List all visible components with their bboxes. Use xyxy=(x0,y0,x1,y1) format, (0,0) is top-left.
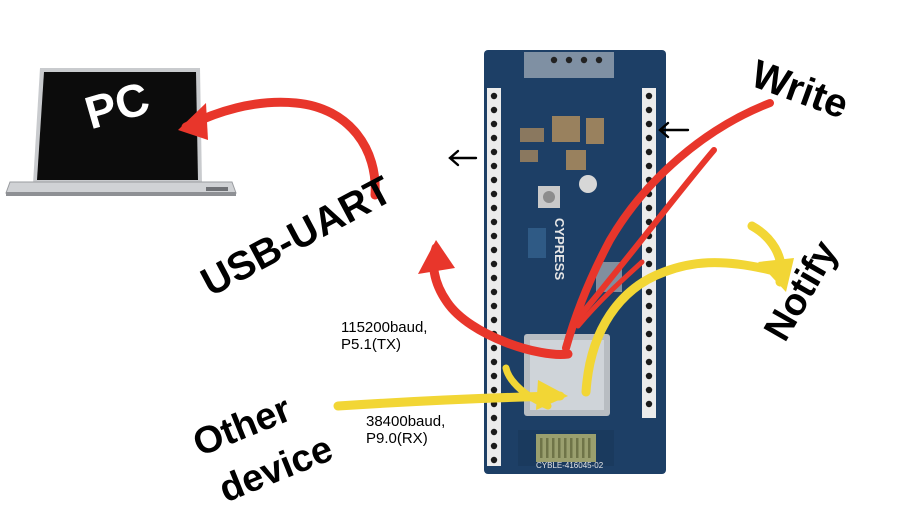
antenna-trace xyxy=(564,438,567,458)
header-pin xyxy=(490,190,498,198)
header-pin xyxy=(490,134,498,142)
header-pin xyxy=(490,302,498,310)
header-pin xyxy=(490,456,498,464)
header-pin xyxy=(645,386,653,394)
antenna-trace xyxy=(570,438,573,458)
antenna-trace xyxy=(552,438,555,458)
board-part-number: CYBLE-416045-02 xyxy=(536,461,604,470)
antenna-trace xyxy=(582,438,585,458)
tx-baud-annotation: 115200baud, xyxy=(341,319,428,336)
header-pin xyxy=(490,274,498,282)
header-pin xyxy=(490,288,498,296)
header-pin xyxy=(645,218,653,226)
rx-baud-annotation: 38400baud, xyxy=(366,413,446,430)
antenna-trace xyxy=(558,438,561,458)
header-pin xyxy=(490,372,498,380)
header-pin xyxy=(490,148,498,156)
header-pin xyxy=(645,344,653,352)
header-pin xyxy=(490,92,498,100)
header-pin xyxy=(645,120,653,128)
header-pin xyxy=(645,106,653,114)
header-pin xyxy=(490,428,498,436)
header-pin xyxy=(490,162,498,170)
header-pin xyxy=(490,260,498,268)
tx-pin-annotation: P5.1(TX) xyxy=(341,336,402,353)
header-pin xyxy=(490,386,498,394)
header-pin xyxy=(490,316,498,324)
header-pin xyxy=(645,288,653,296)
header-pin xyxy=(645,92,653,100)
header-pin xyxy=(645,302,653,310)
header-pin xyxy=(645,162,653,170)
header-pin xyxy=(645,316,653,324)
header-pin xyxy=(645,400,653,408)
header-pin xyxy=(645,246,653,254)
header-pin xyxy=(645,330,653,338)
antenna-trace xyxy=(588,438,591,458)
header-pin xyxy=(490,120,498,128)
header-pin xyxy=(645,260,653,268)
header-pin xyxy=(490,344,498,352)
header-pin xyxy=(490,246,498,254)
header-pin xyxy=(645,372,653,380)
header-pin xyxy=(490,232,498,240)
header-pin xyxy=(490,204,498,212)
header-pin xyxy=(490,176,498,184)
header-pin xyxy=(645,358,653,366)
antenna-trace xyxy=(546,438,549,458)
antenna-trace xyxy=(540,438,543,458)
header-pin xyxy=(490,218,498,226)
header-pin xyxy=(490,442,498,450)
header-pin xyxy=(645,134,653,142)
header-pin xyxy=(645,148,653,156)
header-pin xyxy=(645,204,653,212)
header-pin xyxy=(490,358,498,366)
header-pin xyxy=(490,414,498,422)
header-pin xyxy=(490,106,498,114)
rx-pin-annotation: P9.0(RX) xyxy=(366,430,428,447)
antenna-trace xyxy=(576,438,579,458)
